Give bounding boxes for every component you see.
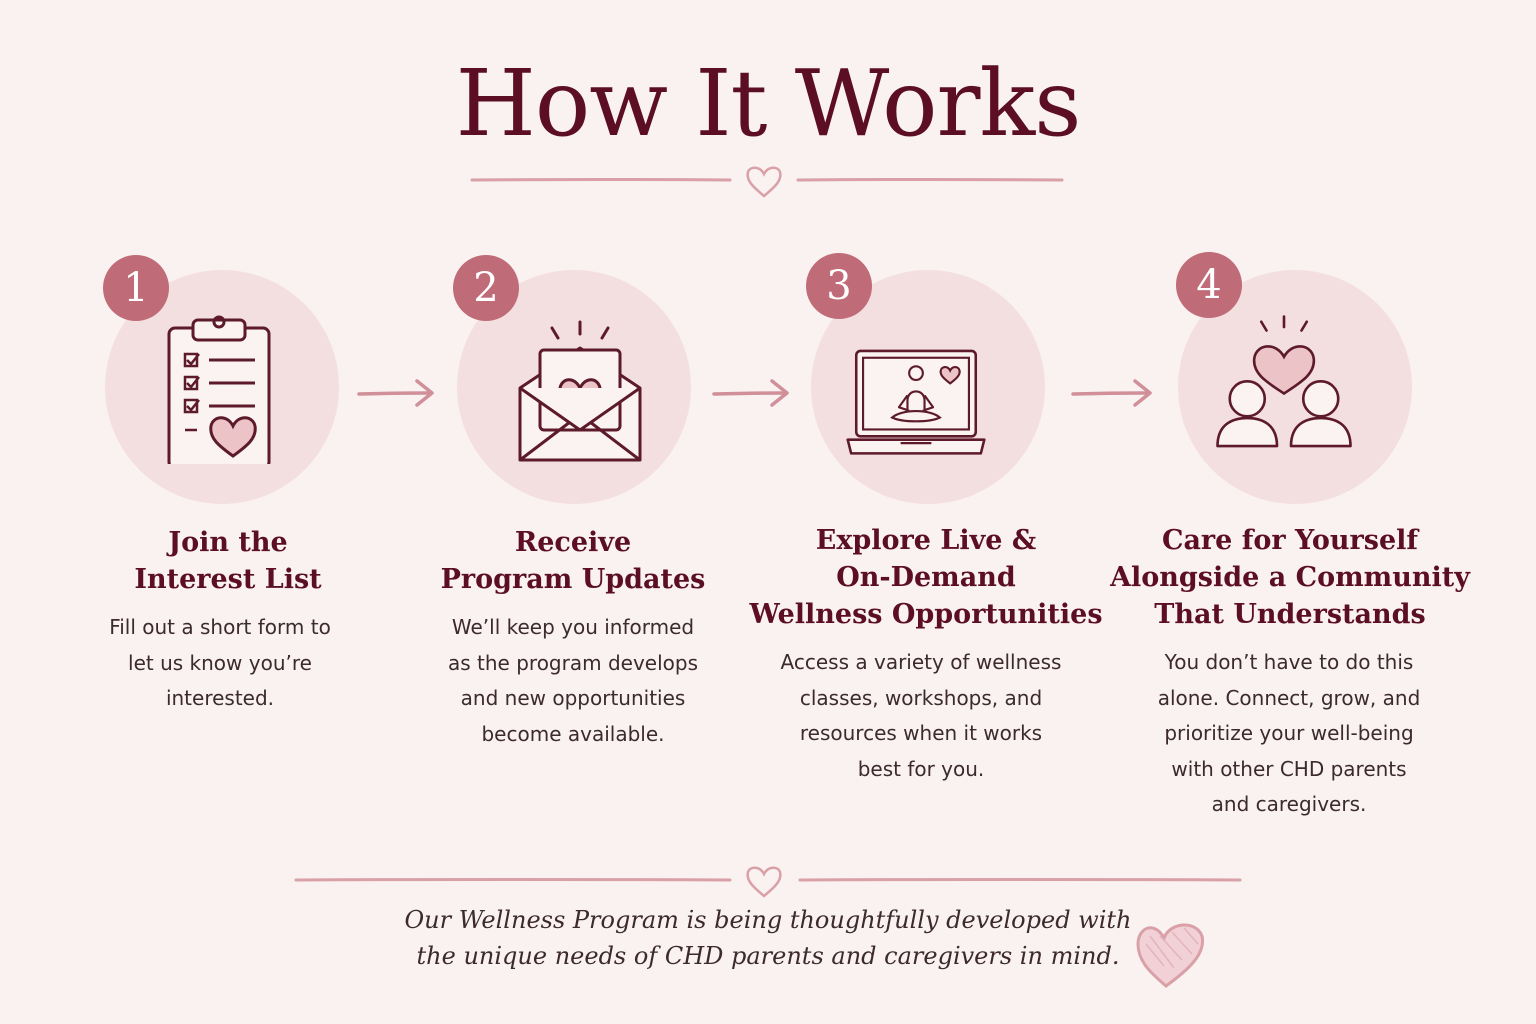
step-4-badge: 4 — [1176, 252, 1242, 318]
footer-note: Our Wellness Program is being thoughtful… — [404, 906, 1132, 970]
arrow-right-icon — [357, 379, 434, 407]
step-3-heading: Explore Live & On-Demand Wellness Opport… — [749, 525, 1103, 630]
step-1-description: Fill out a short form to let us know you… — [109, 615, 331, 710]
arrow-right-icon — [1071, 379, 1152, 407]
step-2-heading: Receive Program Updates — [440, 527, 706, 595]
step-1-badge: 1 — [103, 255, 169, 321]
step-3-description: Access a variety of wellness classes, wo… — [780, 650, 1062, 781]
page-title: How It Works — [455, 50, 1082, 157]
community-heart-icon — [1216, 315, 1352, 448]
divider-heart-icon — [746, 166, 782, 198]
step-4-description: You don’t have to do this alone. Connect… — [1157, 650, 1421, 816]
bottom-divider — [294, 866, 1242, 898]
laptop-meditation-icon — [846, 349, 986, 455]
envelope-heart-icon — [518, 320, 642, 462]
step-4-heading: Care for Yourself Alongside a Community … — [1110, 525, 1470, 630]
step-1-heading: Join the Interest List — [134, 527, 322, 595]
arrow-right-icon — [712, 379, 789, 407]
divider-heart-icon — [746, 866, 782, 898]
step-3-badge: 3 — [806, 253, 872, 319]
top-divider — [470, 166, 1064, 198]
clipboard-checklist-icon — [167, 315, 271, 464]
sketch-heart-icon — [1136, 923, 1205, 988]
step-2-description: We’ll keep you informed as the program d… — [448, 615, 698, 746]
step-2-badge: 2 — [453, 255, 519, 321]
